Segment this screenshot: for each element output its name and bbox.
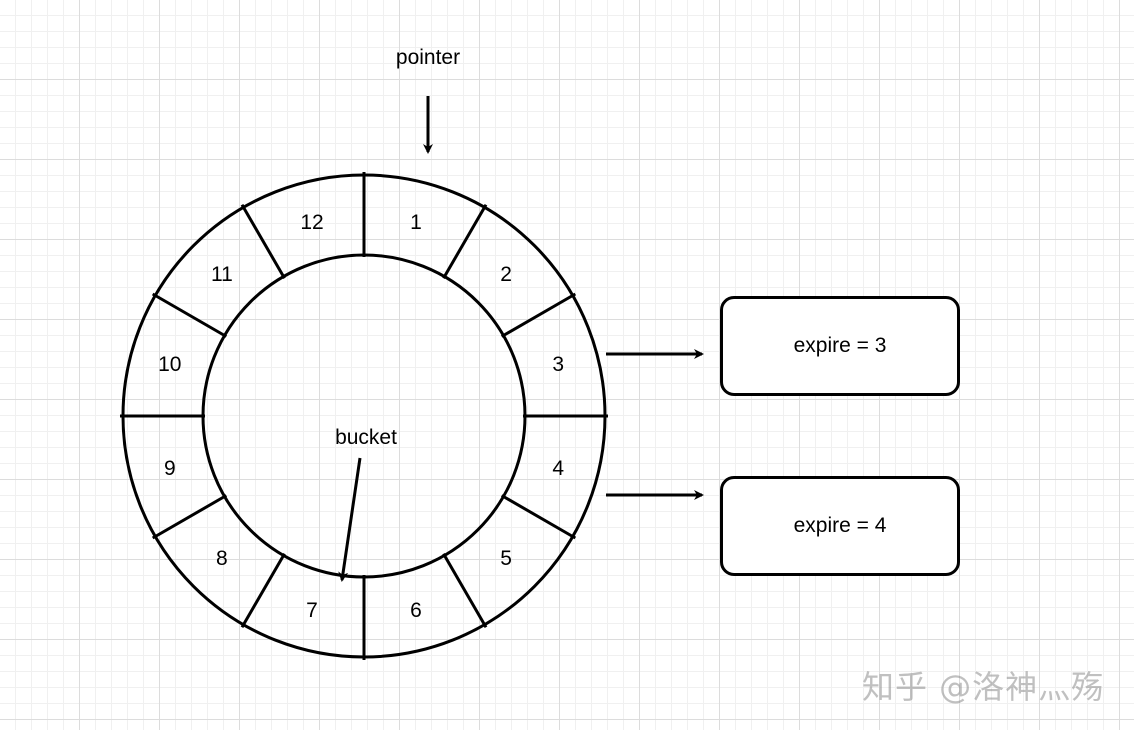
wheel-divider <box>442 552 488 629</box>
wheel-divider <box>240 552 286 629</box>
wheel-slot-11: 11 <box>211 263 233 286</box>
bucket-label: bucket <box>335 426 397 449</box>
bucket-arrow <box>338 457 362 582</box>
wheel-slot-2: 2 <box>500 263 512 286</box>
wheel-divider <box>151 292 228 338</box>
task-label: expire = 4 <box>793 514 887 537</box>
task-box-expire-3[interactable]: expire = 3 <box>720 296 960 396</box>
wheel-slot-9: 9 <box>164 457 176 480</box>
wheel-slot-7: 7 <box>306 599 318 622</box>
wheel-divider <box>240 203 286 280</box>
wheel-inner-ring <box>201 253 527 579</box>
wheel-slot-6: 6 <box>410 599 422 622</box>
task-box-expire-4[interactable]: expire = 4 <box>720 476 960 576</box>
pointer-label: pointer <box>396 46 460 69</box>
wheel-slot-12: 12 <box>300 211 323 234</box>
watermark: 知乎 @洛神灬殇 <box>862 668 1105 706</box>
wheel-divider <box>500 494 577 540</box>
wheel-slot-5: 5 <box>500 547 512 570</box>
wheel-divider <box>151 494 228 540</box>
wheel-slot-8: 8 <box>216 547 228 570</box>
wheel-slot-10: 10 <box>158 353 181 376</box>
wheel-slot-4: 4 <box>552 457 564 480</box>
wheel-divider <box>442 203 488 280</box>
wheel-slot-3: 3 <box>552 353 564 376</box>
wheel-divider <box>500 292 577 338</box>
task-label: expire = 3 <box>793 334 887 357</box>
wheel-slot-1: 1 <box>410 211 422 234</box>
